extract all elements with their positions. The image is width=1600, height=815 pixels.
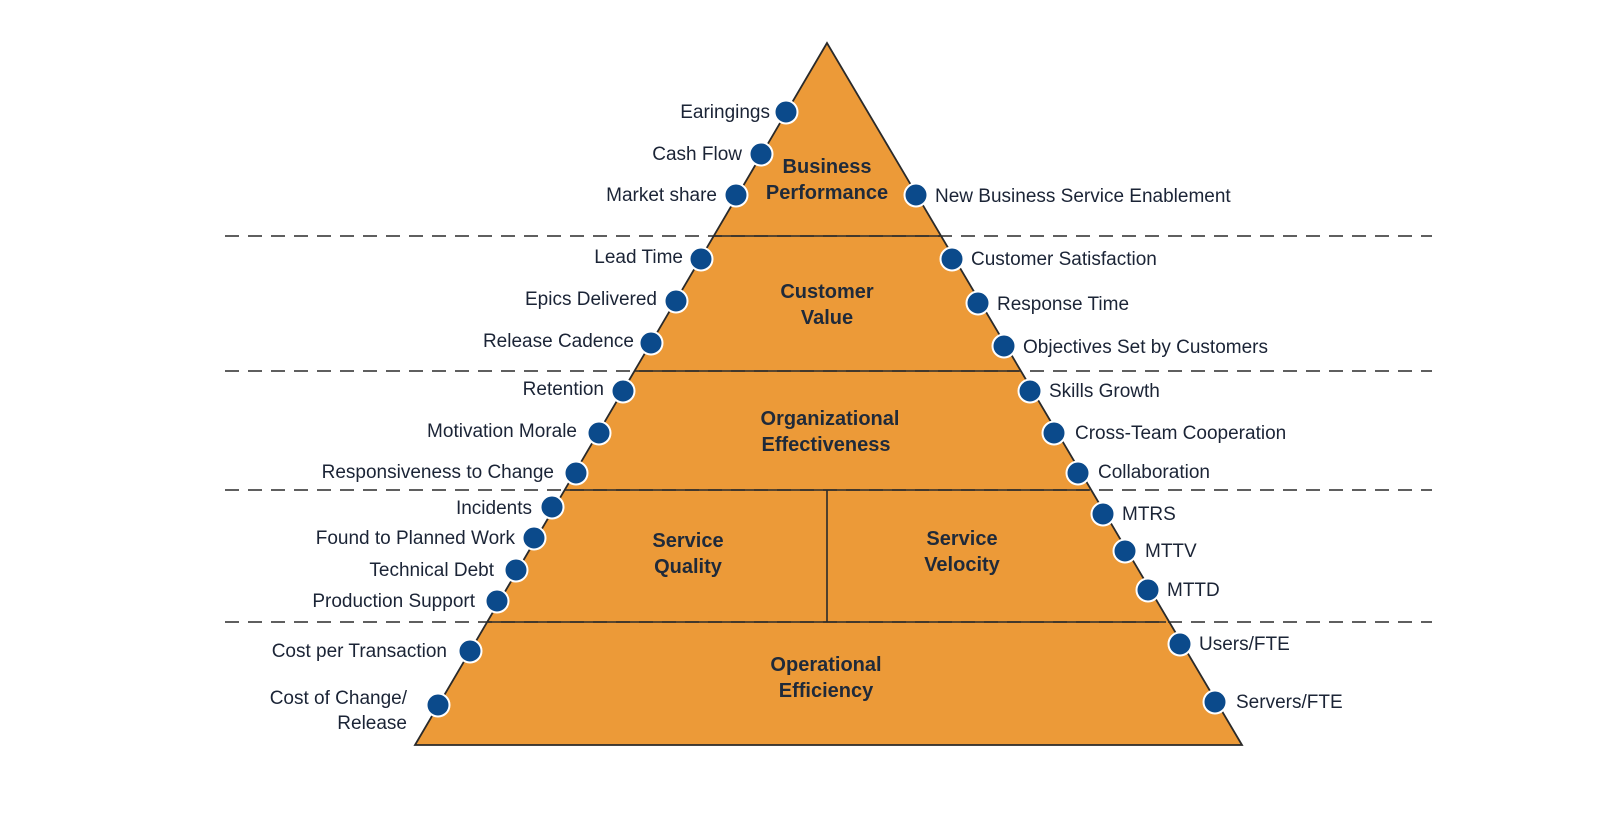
metric-dot bbox=[610, 378, 636, 404]
level-title-customer-value-line1: Customer bbox=[780, 281, 874, 303]
metric-label-skills-growth: Skills Growth bbox=[1049, 381, 1160, 402]
metric-dot bbox=[1017, 378, 1043, 404]
metric-label-retention: Retention bbox=[523, 379, 604, 400]
metric-label-response-time: Response Time bbox=[997, 294, 1129, 315]
metric-label-motivation-morale: Motivation Morale bbox=[427, 421, 577, 442]
level-title-customer-value-line2: Value bbox=[801, 307, 853, 329]
metric-dot bbox=[939, 246, 965, 272]
level-title-operational-efficiency-line2: Efficiency bbox=[779, 680, 874, 702]
metric-dot bbox=[484, 588, 510, 614]
metric-label-cost-per-transaction: Cost per Transaction bbox=[272, 641, 447, 662]
metric-label-epics-delivered: Epics Delivered bbox=[525, 289, 657, 310]
metric-dot bbox=[425, 692, 451, 718]
level-title-organizational-effectiveness-line2: Effectiveness bbox=[762, 434, 891, 456]
metric-label-mtrs: MTRS bbox=[1122, 504, 1176, 525]
metric-dot bbox=[748, 141, 774, 167]
metric-dot bbox=[563, 460, 589, 486]
metric-label-earnings: Earingings bbox=[680, 102, 770, 123]
metric-label-cash-flow: Cash Flow bbox=[652, 144, 742, 165]
metric-label-users-fte: Users/FTE bbox=[1199, 634, 1290, 655]
metric-dot bbox=[688, 246, 714, 272]
level-title-service-velocity-line1: Service bbox=[926, 528, 997, 550]
level-title-business-performance-line2: Performance bbox=[766, 182, 888, 204]
level-title-service-quality-line2: Quality bbox=[654, 556, 723, 578]
metric-label-servers-fte: Servers/FTE bbox=[1236, 692, 1343, 713]
metric-label-collaboration: Collaboration bbox=[1098, 462, 1210, 483]
level-title-service-quality-line1: Service bbox=[652, 530, 723, 552]
metric-label-release-cadence: Release Cadence bbox=[483, 331, 634, 352]
metric-dot bbox=[1065, 460, 1091, 486]
metric-dot bbox=[1202, 689, 1228, 715]
metric-label-new-business-service-enablement: New Business Service Enablement bbox=[935, 186, 1231, 207]
metric-label-mttv: MTTV bbox=[1145, 541, 1197, 562]
metric-label-objectives-set-by-customers: Objectives Set by Customers bbox=[1023, 337, 1268, 358]
metric-dot bbox=[457, 638, 483, 664]
metric-dot bbox=[991, 333, 1017, 359]
metric-dot bbox=[1135, 577, 1161, 603]
metric-dot bbox=[503, 557, 529, 583]
metric-dot bbox=[965, 290, 991, 316]
metric-dot bbox=[773, 99, 799, 125]
level-title-organizational-effectiveness-line1: Organizational bbox=[761, 408, 900, 430]
metric-label-cost-of-change: Cost of Change/ bbox=[270, 688, 408, 709]
metric-dot bbox=[1167, 631, 1193, 657]
metric-dot bbox=[539, 494, 565, 520]
level-title-operational-efficiency-line1: Operational bbox=[770, 654, 881, 676]
metric-label-customer-satisfaction: Customer Satisfaction bbox=[971, 249, 1157, 270]
metric-label-release: Release bbox=[337, 713, 407, 734]
metric-dot bbox=[586, 420, 612, 446]
metric-dot bbox=[638, 330, 664, 356]
metric-label-market-share: Market share bbox=[606, 185, 717, 206]
metric-dot bbox=[521, 525, 547, 551]
metric-label-cross-team-cooperation: Cross-Team Cooperation bbox=[1075, 423, 1286, 444]
metric-dot bbox=[1112, 538, 1138, 564]
metric-dot bbox=[723, 182, 749, 208]
metric-dot bbox=[903, 182, 929, 208]
metric-label-lead-time: Lead Time bbox=[594, 247, 683, 268]
metric-dot bbox=[663, 288, 689, 314]
metric-dot bbox=[1090, 501, 1116, 527]
metric-dot bbox=[1041, 420, 1067, 446]
metric-label-production-support: Production Support bbox=[312, 591, 475, 612]
metric-label-mttd: MTTD bbox=[1167, 580, 1220, 601]
metric-label-responsiveness-to-change: Responsiveness to Change bbox=[322, 462, 554, 483]
metric-label-found-to-planned-work: Found to Planned Work bbox=[316, 528, 516, 549]
metric-label-technical-debt: Technical Debt bbox=[369, 560, 494, 581]
level-title-business-performance-line1: Business bbox=[783, 156, 872, 178]
level-title-service-velocity-line2: Velocity bbox=[924, 554, 1000, 576]
metric-label-incidents: Incidents bbox=[456, 498, 532, 519]
